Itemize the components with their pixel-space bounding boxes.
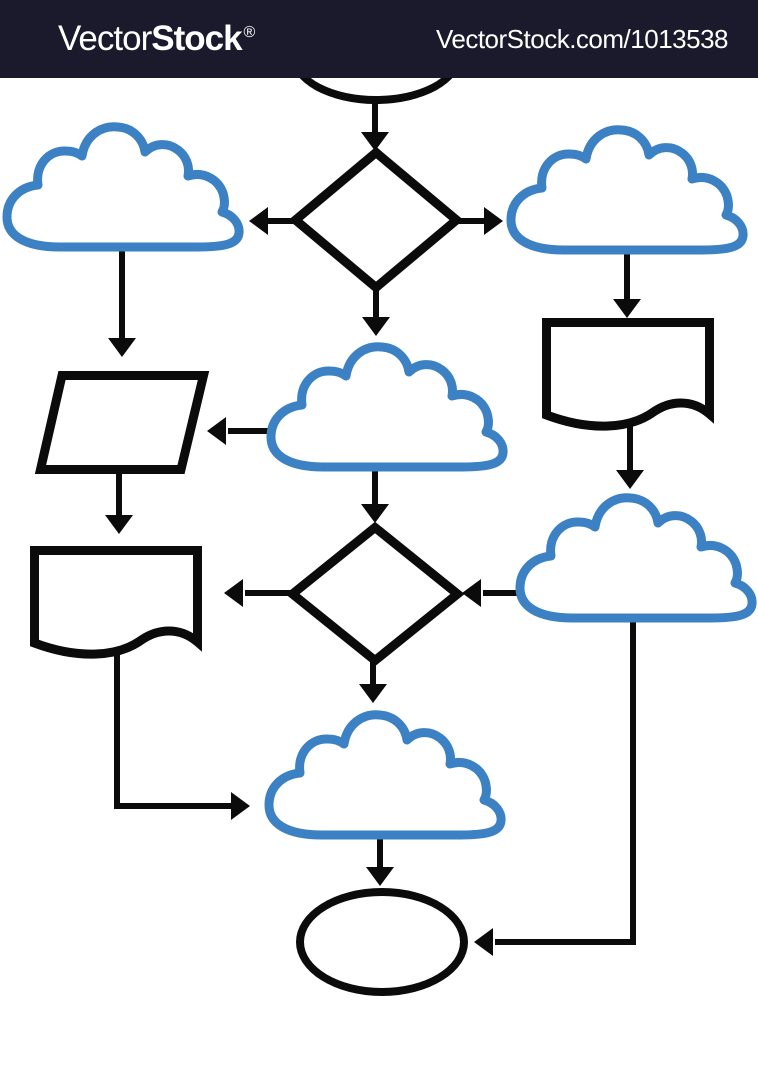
node-end-ellipse — [296, 888, 468, 996]
logo-vector-text: Vector — [58, 19, 152, 58]
node-cloud-right-middle — [515, 494, 755, 626]
node-decision2-diamond — [285, 521, 465, 667]
vectorstock-logo: VectorStock® — [58, 19, 256, 59]
node-document-left — [30, 546, 202, 658]
node-cloud-top-right — [506, 126, 746, 258]
node-cloud-bottom — [263, 711, 505, 843]
watermark-url: VectorStock.com/1013538 — [435, 23, 729, 54]
node-document-right — [542, 318, 714, 430]
watermark-bar: VectorStock® VectorStock.com/1013538 — [0, 0, 758, 78]
node-decision1-diamond — [288, 146, 464, 294]
registered-mark: ® — [243, 24, 256, 42]
logo-stock-text: Stock — [151, 19, 242, 58]
node-parallelogram-input — [34, 371, 210, 474]
node-cloud-top-left — [2, 123, 242, 255]
node-cloud-center — [266, 343, 506, 475]
